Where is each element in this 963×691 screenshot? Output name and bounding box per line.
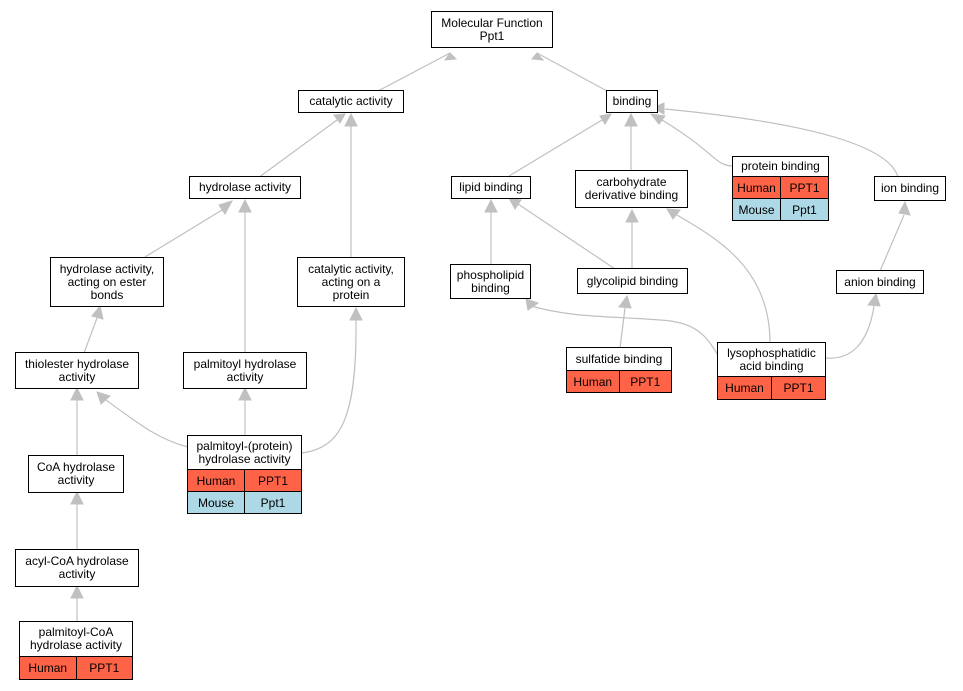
- edge-thiolester-ester: [83, 317, 98, 354]
- arrowhead: [333, 113, 346, 124]
- arrowhead: [599, 113, 612, 125]
- arrowhead: [70, 584, 84, 599]
- arrowhead: [218, 200, 234, 215]
- arrowhead: [70, 386, 84, 401]
- edge-ion-binding: [664, 108, 899, 178]
- node-hydrolase-ester-bonds[interactable]: hydrolase activity, acting on ester bond…: [50, 257, 164, 307]
- arrowhead: [624, 112, 638, 127]
- node-sulfatide-binding[interactable]: sulfatide binding: [566, 347, 672, 371]
- edge-lpa-anion: [825, 305, 875, 359]
- edge-hydrolase-catalytic: [257, 119, 338, 179]
- gene-symbol[interactable]: PPT1: [75, 657, 133, 679]
- species-label: Mouse: [738, 202, 775, 217]
- gene-symbol[interactable]: PPT1: [771, 377, 825, 399]
- arrowhead: [344, 112, 358, 127]
- ortholog-row-human: Human PPT1: [187, 470, 302, 492]
- edge-anion-ion: [879, 214, 905, 272]
- species-label: Human: [737, 180, 776, 195]
- node-phospholipid-binding[interactable]: phospholipid binding: [450, 264, 531, 299]
- node-binding[interactable]: binding: [606, 90, 658, 113]
- arrowhead: [867, 292, 881, 307]
- node-hydrolase-activity[interactable]: hydrolase activity: [189, 176, 301, 199]
- edge-ppt-catprotein: [301, 319, 357, 454]
- node-catalytic-activity[interactable]: catalytic activity: [298, 90, 404, 113]
- arrowhead: [349, 306, 363, 321]
- node-palmitoyl-coa-hydrolase[interactable]: palmitoyl-CoA hydrolase activity: [19, 621, 133, 657]
- edge-glycolipid-lipid: [517, 203, 616, 270]
- node-catalytic-protein[interactable]: catalytic activity, acting on a protein: [297, 257, 405, 307]
- gene-symbol[interactable]: Ppt1: [780, 199, 828, 220]
- edge-catalytic-mf: [377, 52, 451, 92]
- edge-lipid-binding: [508, 119, 603, 177]
- node-acyl-coa-hydrolase[interactable]: acyl-CoA hydrolase activity: [15, 549, 139, 587]
- arrowhead: [625, 208, 639, 223]
- node-coa-hydrolase[interactable]: CoA hydrolase activity: [28, 455, 124, 493]
- ortholog-row-mouse: Mouse Ppt1: [187, 492, 302, 514]
- species-label: Human: [28, 661, 68, 675]
- node-thiolester-hydrolase[interactable]: thiolester hydrolase activity: [15, 352, 139, 389]
- ortholog-row-mouse: Mouse Ppt1: [732, 199, 829, 221]
- edge-binding-mf: [536, 52, 608, 92]
- ortholog-row-human: Human PPT1: [566, 371, 672, 393]
- ortholog-row-human: Human PPT1: [19, 657, 133, 680]
- node-carbohydrate-derivative-binding[interactable]: carbohydrate derivative binding: [575, 170, 688, 208]
- node-palmitoyl-protein-hydrolase[interactable]: palmitoyl-(protein) hydrolase activity: [187, 435, 302, 470]
- arrowhead: [531, 52, 545, 61]
- edge-lpa-carb: [676, 214, 771, 344]
- node-ion-binding[interactable]: ion binding: [874, 176, 946, 201]
- node-lysophosphatidic-acid-binding[interactable]: lysophosphatidic acid binding: [717, 342, 826, 377]
- ortholog-row-human: Human PPT1: [732, 177, 829, 199]
- arrowhead: [649, 113, 666, 125]
- arrowhead: [91, 304, 104, 320]
- arrowhead: [443, 52, 458, 61]
- gene-symbol[interactable]: PPT1: [780, 177, 828, 198]
- arrowhead: [238, 386, 252, 401]
- arrowhead: [96, 391, 111, 405]
- arrowhead: [238, 198, 252, 213]
- edge-lpa-phospholipid: [527, 304, 719, 356]
- ortholog-row-human: Human PPT1: [717, 377, 826, 400]
- gene-symbol[interactable]: PPT1: [244, 470, 301, 491]
- arrowhead: [618, 294, 632, 309]
- arrowhead: [508, 197, 522, 210]
- arrowhead: [898, 200, 911, 216]
- arrowhead: [484, 198, 498, 213]
- node-lipid-binding[interactable]: lipid binding: [451, 176, 531, 199]
- edge-ester-hydrolase: [144, 209, 223, 258]
- edge-ppt-thiolester: [105, 399, 189, 448]
- node-protein-binding[interactable]: protein binding: [732, 156, 829, 177]
- species-label: Mouse: [197, 495, 235, 510]
- arrowhead: [651, 102, 665, 115]
- gene-symbol[interactable]: PPT1: [618, 371, 672, 392]
- species-label: Human: [196, 473, 236, 488]
- arrowhead: [666, 208, 681, 220]
- arrowhead: [525, 298, 540, 311]
- node-palmitoyl-hydrolase[interactable]: palmitoyl hydrolase activity: [183, 352, 307, 389]
- species-label: Human: [573, 374, 613, 389]
- node-anion-binding[interactable]: anion binding: [836, 270, 924, 294]
- gene-symbol[interactable]: Ppt1: [244, 492, 301, 513]
- arrowhead: [70, 490, 84, 505]
- node-molecular-function[interactable]: Molecular Function Ppt1: [431, 11, 553, 48]
- edge-sulfatide-glycolipid: [619, 307, 626, 349]
- node-glycolipid-binding[interactable]: glycolipid binding: [577, 268, 688, 294]
- edge-proteinbinding-binding: [661, 119, 734, 167]
- species-label: Human: [725, 381, 764, 395]
